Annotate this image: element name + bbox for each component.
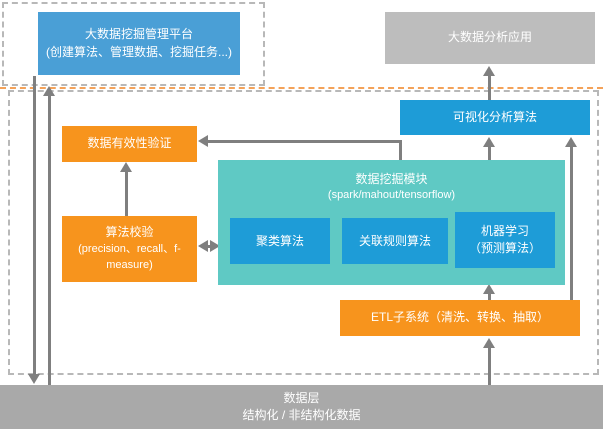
arrow-line-mining-to-validation-vertical <box>399 140 402 160</box>
arrowhead-left-validation <box>198 135 208 147</box>
data-validation-label: 数据有效性验证 <box>87 136 172 151</box>
node-data-validation: 数据有效性验证 <box>62 126 197 162</box>
association-rule-label: 关联规则算法 <box>358 233 431 248</box>
management-platform-group-frame <box>2 2 265 86</box>
analysis-application-label: 大数据分析应用 <box>447 30 532 45</box>
arrow-line-check-to-validation <box>125 172 128 216</box>
node-association-rule-algorithm: 关联规则算法 <box>342 218 448 264</box>
algorithm-check-title: 算法校验 <box>105 225 154 240</box>
node-clustering-algorithm: 聚类算法 <box>230 218 330 264</box>
arrow-line-visual-to-app <box>488 76 491 100</box>
mining-module-title: 数据挖掘模块 <box>355 172 428 186</box>
arrowhead-up-etl <box>483 338 495 348</box>
arrow-line-etl-to-mining <box>488 294 491 300</box>
arrowhead-up-visual <box>483 137 495 147</box>
node-management-platform: 大数据挖掘管理平台 (创建算法、管理数据、挖掘任务...) <box>38 12 240 75</box>
arrow-line-datalayer-to-etl <box>488 348 491 385</box>
arrowhead-up-visual-right <box>565 137 577 147</box>
node-data-mining-module: 数据挖掘模块 (spark/mahout/tensorflow) 聚类算法 关联… <box>218 160 565 285</box>
arrow-line-mining-to-visual <box>488 147 491 160</box>
node-etl-subsystem: ETL子系统（清洗、转换、抽取） <box>340 300 580 336</box>
arrowhead-up-platform <box>43 86 55 96</box>
arrowhead-right-mining <box>210 240 220 252</box>
mining-module-subtitle: (spark/mahout/tensorflow) <box>327 189 456 202</box>
data-layer-subtitle: 结构化 / 非结构化数据 <box>242 408 361 422</box>
arrowhead-left-check <box>198 240 208 252</box>
arrowhead-up-app <box>483 66 495 76</box>
arrow-line-check-mining <box>205 245 213 248</box>
management-platform-title: 大数据挖掘管理平台 <box>84 27 193 42</box>
node-algorithm-check: 算法校验 (precision、recall、f-measure) <box>62 216 197 282</box>
data-layer-title: 数据层 <box>283 390 320 405</box>
machine-learning-label: 机器学习 <box>480 224 529 239</box>
arrowhead-up-mining <box>483 284 495 294</box>
clustering-algorithm-label: 聚类算法 <box>255 233 304 248</box>
layer-separator-dashed-line <box>0 87 603 89</box>
etl-subsystem-label: ETL子系统（清洗、转换、抽取） <box>370 310 549 325</box>
arrowhead-down-datalayer <box>28 374 40 384</box>
arrow-line-etl-to-visual <box>570 147 573 300</box>
node-analysis-application: 大数据分析应用 <box>385 12 595 64</box>
arrow-line-platform-to-datalayer <box>33 76 36 374</box>
algorithm-check-subtitle: (precision、recall、f-measure) <box>78 242 181 271</box>
node-machine-learning: 机器学习 （预测算法） <box>455 212 555 268</box>
processing-layer-group-frame <box>8 90 599 375</box>
visual-analysis-label: 可视化分析算法 <box>452 109 537 124</box>
arrowhead-up-validation <box>120 162 132 172</box>
node-visual-analysis-algorithm: 可视化分析算法 <box>400 100 590 135</box>
machine-learning-sublabel: （预测算法） <box>468 241 541 255</box>
arrow-line-mining-to-validation-horizontal <box>207 140 402 143</box>
arrow-line-datalayer-to-platform <box>48 96 51 385</box>
node-data-layer: 数据层 结构化 / 非结构化数据 <box>0 385 603 429</box>
management-platform-subtitle: (创建算法、管理数据、挖掘任务...) <box>46 44 232 59</box>
